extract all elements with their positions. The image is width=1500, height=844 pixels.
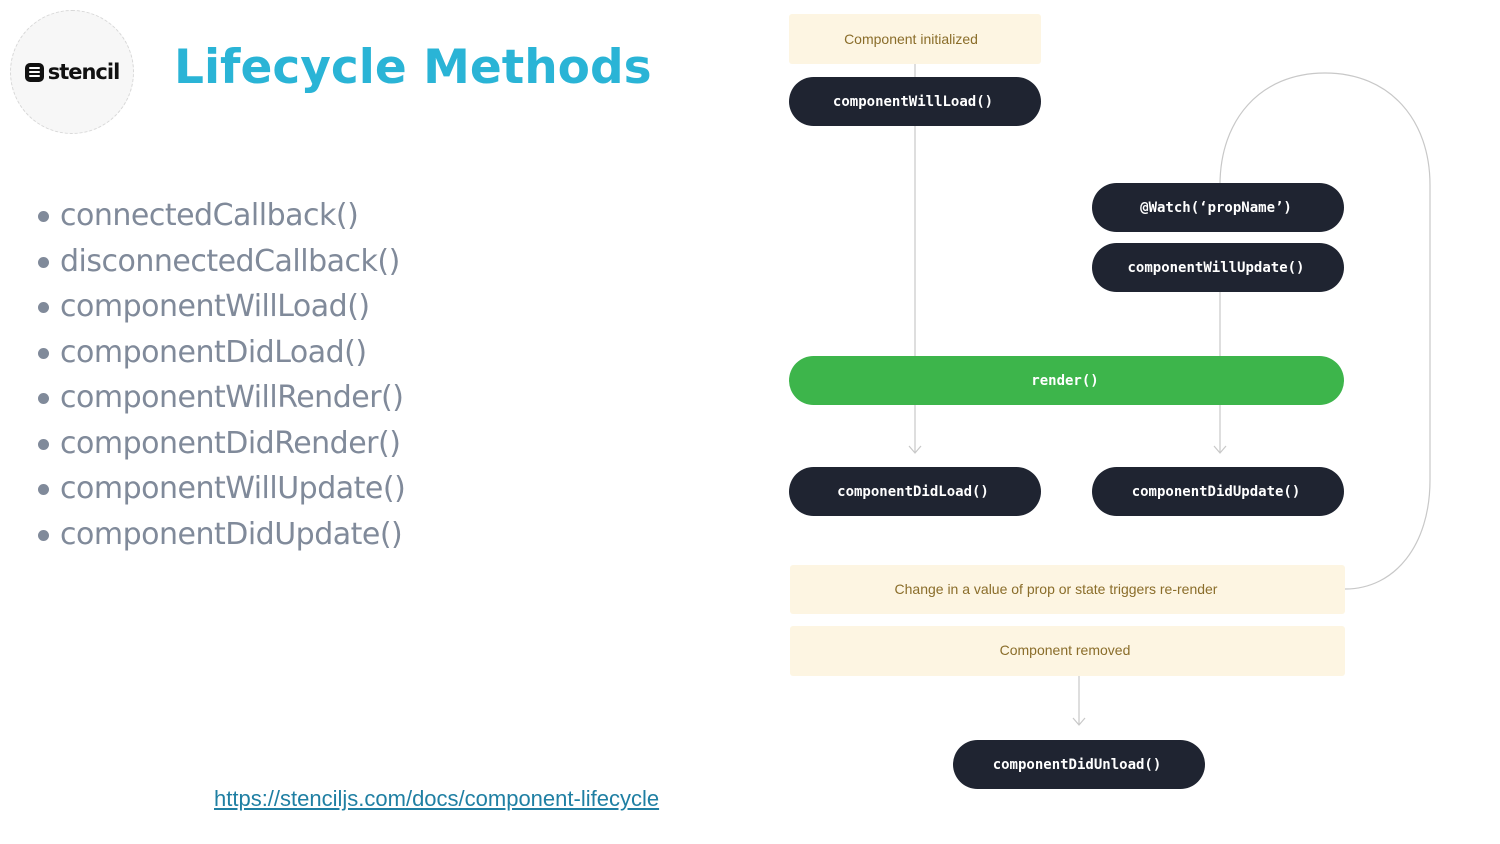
method-list: connectedCallback() disconnectedCallback…	[36, 193, 406, 558]
node-component-will-load	[789, 77, 1041, 126]
list-item: componentWillLoad()	[36, 284, 405, 330]
node-render	[789, 356, 1344, 405]
node-component-will-load-label: componentWillLoad()	[833, 94, 993, 110]
node-watch	[1092, 183, 1344, 232]
arrow-head	[908, 445, 922, 454]
node-watch-label: @Watch(‘propName’)	[1140, 200, 1292, 216]
node-component-will-update-label: componentWillUpdate()	[1127, 260, 1304, 276]
page-title: Lifecycle Methods	[174, 40, 652, 95]
note-initialized	[789, 14, 1041, 64]
list-item: componentDidUpdate()	[36, 512, 405, 558]
list-item: disconnectedCallback()	[36, 239, 405, 285]
list-item: componentDidLoad()	[36, 330, 405, 376]
arrow-head	[1072, 717, 1086, 726]
list-item: componentWillRender()	[36, 375, 405, 421]
list-item: componentDidRender()	[36, 421, 405, 467]
node-component-did-load-label: componentDidLoad()	[837, 484, 989, 500]
docs-link[interactable]: https://stenciljs.com/docs/component-lif…	[214, 786, 660, 811]
node-component-did-unload-label: componentDidUnload()	[993, 757, 1162, 773]
note-initialized-label: Component initialized	[844, 31, 978, 47]
note-change-label: Change in a value of prop or state trigg…	[895, 581, 1218, 597]
node-component-did-unload	[953, 740, 1205, 789]
node-component-did-update	[1092, 467, 1344, 516]
note-removed-label: Component removed	[1000, 642, 1131, 658]
node-component-did-load	[789, 467, 1041, 516]
node-component-will-update	[1092, 243, 1344, 292]
re-render-loop	[1219, 72, 1431, 590]
node-component-did-update-label: componentDidUpdate()	[1132, 484, 1301, 500]
logo-text: stencil	[47, 60, 121, 84]
arrow-head	[1213, 445, 1227, 454]
node-render-label: render()	[1031, 373, 1098, 389]
note-removed	[790, 626, 1345, 676]
list-item: connectedCallback()	[36, 193, 405, 239]
stencil-logo: stencil	[10, 10, 134, 134]
stencil-logo-icon	[24, 62, 44, 82]
list-item: componentWillUpdate()	[36, 466, 406, 512]
note-change	[790, 565, 1345, 614]
